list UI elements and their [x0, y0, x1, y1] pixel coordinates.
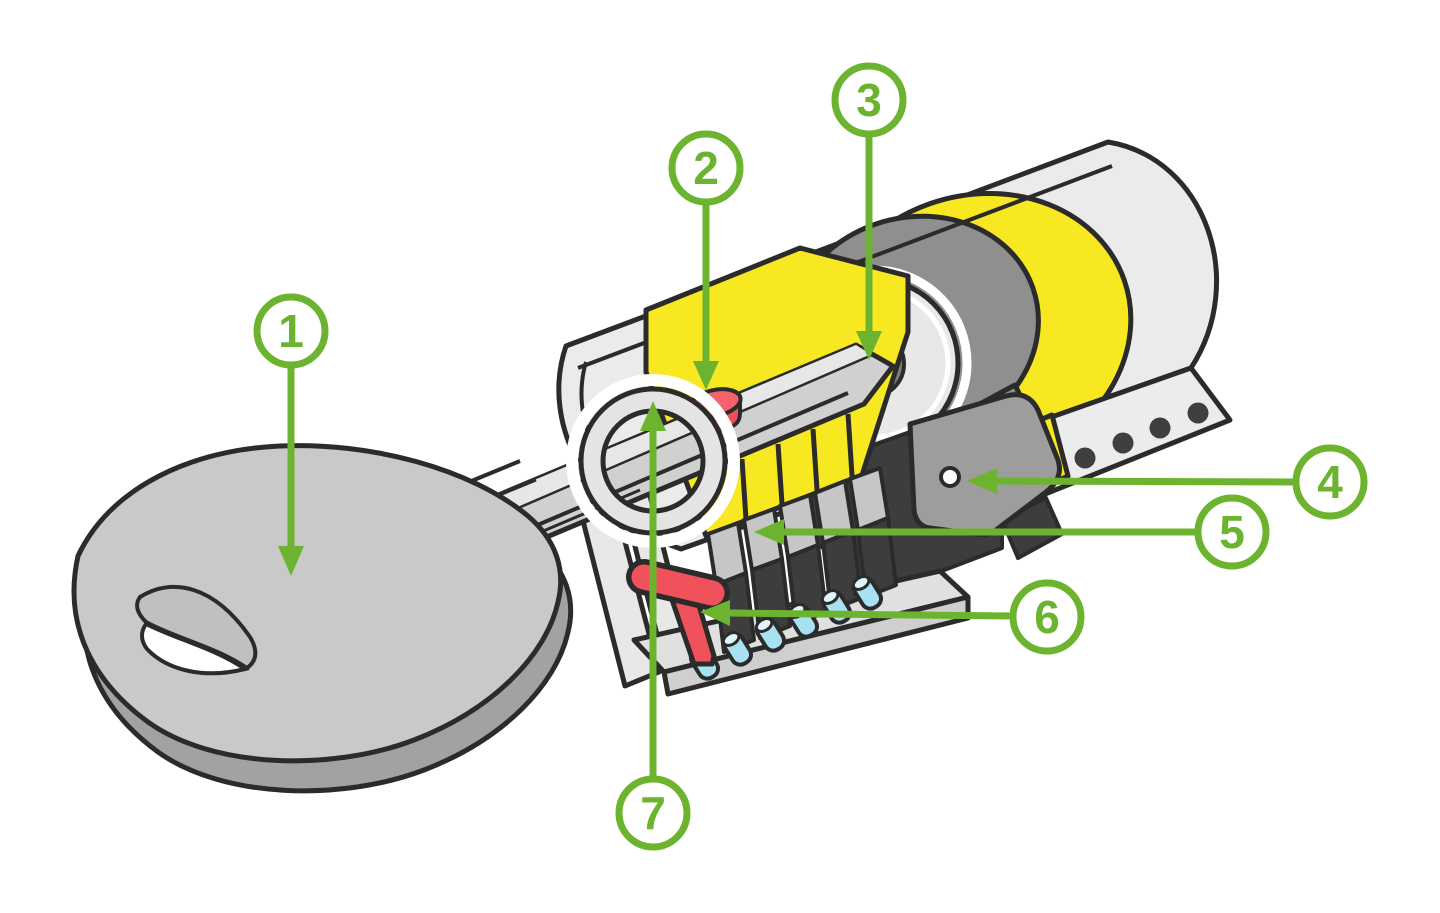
arrow-left-icon: [700, 600, 730, 626]
callout-4-number: 4: [1317, 456, 1343, 508]
callout-2: 2: [668, 130, 744, 390]
callout-7: 7: [615, 401, 691, 851]
key-blade-groove: [499, 391, 849, 543]
callout-3: 3: [831, 62, 907, 360]
callout-2-number: 2: [693, 142, 719, 194]
callout-1: 1: [253, 293, 329, 576]
key-blade-top-face: [458, 345, 872, 528]
callout-7-badge: [615, 775, 691, 851]
callout-1-number: 1: [278, 305, 304, 357]
callout-5-number: 5: [1219, 506, 1245, 558]
callout-6-number: 6: [1034, 591, 1060, 643]
callout-5-badge: [1194, 494, 1270, 570]
pin-stack-lower: [714, 516, 898, 654]
arrow-left-icon: [967, 468, 997, 494]
arrow-down-icon: [693, 361, 719, 390]
callout-4-badge: [1292, 444, 1368, 520]
plug-face-ring: [566, 374, 740, 548]
callout-3-badge: [831, 62, 907, 138]
arrow-left-icon: [754, 519, 784, 545]
plug-face-annulus: [578, 386, 728, 536]
key: [71, 342, 896, 794]
callout-2-badge: [668, 130, 744, 206]
key-bow: [71, 443, 574, 794]
callout-1-badge: [253, 293, 329, 369]
arrow-down-icon: [278, 546, 304, 576]
cam: [907, 392, 1062, 537]
callout-7-number: 7: [640, 787, 666, 839]
callout-6: 6: [700, 579, 1085, 655]
cam-hole: [939, 466, 961, 488]
callout-4: 4: [967, 444, 1368, 520]
callout-5: 5: [754, 494, 1270, 570]
key-bow-slit-hole: [140, 621, 250, 676]
arrow-up-icon: [640, 401, 666, 431]
callout-6-badge: [1009, 579, 1085, 655]
callouts: 1 2 3 4 5: [253, 62, 1368, 851]
arrow-down-icon: [856, 331, 882, 360]
callout-3-number: 3: [856, 74, 882, 126]
key-bow-face: [71, 443, 564, 764]
